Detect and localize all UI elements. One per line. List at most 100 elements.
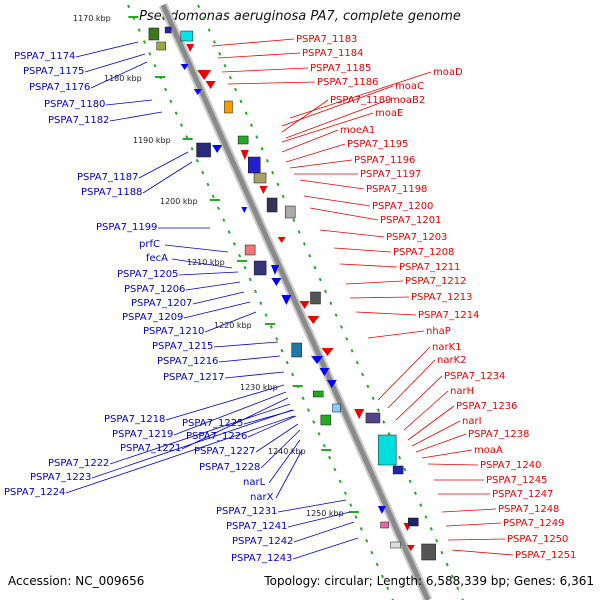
leader-line-left xyxy=(178,271,239,276)
leader-line-left xyxy=(213,341,279,348)
gene-label-right: PSPA7_1250 xyxy=(507,534,568,545)
gene-label-left: PSPA7_1216 xyxy=(157,356,218,367)
gene-label-right: PSPA7_1234 xyxy=(444,371,505,382)
gene-label-right: PSPA7_1249 xyxy=(503,518,564,529)
gene-block xyxy=(196,142,211,158)
leader-line-left xyxy=(181,397,289,450)
leader-line-right xyxy=(345,280,404,285)
leader-line-left xyxy=(91,409,293,479)
gene-label-left: PSPA7_1205 xyxy=(117,269,178,280)
gene-label-left: prfC xyxy=(139,239,160,250)
leader-line-right xyxy=(403,390,449,431)
gene-block xyxy=(253,172,267,184)
gene-label-right: PSPA7_1189 xyxy=(330,95,391,106)
gene-label-left: PSPA7_1215 xyxy=(152,341,213,352)
gene-arrow xyxy=(259,186,268,194)
gene-label-left: narX xyxy=(250,492,274,503)
leader-line-left xyxy=(138,151,189,179)
scale-tick-label: 1240 kbp xyxy=(268,447,306,456)
gene-block xyxy=(310,291,321,305)
leader-line-left xyxy=(84,53,146,73)
gene-label-right: moaE xyxy=(375,108,403,119)
gene-label-left: PSPA7_1174 xyxy=(14,51,75,62)
leader-line-right xyxy=(281,99,329,133)
gene-label-right: PSPA7_1213 xyxy=(411,292,472,303)
gene-arrow xyxy=(271,278,282,286)
gene-label-left: PSPA7_1231 xyxy=(216,506,277,517)
leader-line-left xyxy=(164,244,229,253)
gene-block xyxy=(332,403,341,413)
gene-label-left: PSPA7_1188 xyxy=(81,187,142,198)
scale-tick-label: 1180 kbp xyxy=(104,74,142,83)
gene-label-left: PSPA7_1180 xyxy=(44,99,105,110)
gene-label-left: PSPA7_1243 xyxy=(231,553,292,564)
gene-block xyxy=(156,41,167,51)
gene-block xyxy=(380,521,389,529)
gene-label-left: PSPA7_1210 xyxy=(143,326,204,337)
leader-line-left xyxy=(275,449,303,499)
gene-label-left: PSPA7_1218 xyxy=(104,414,165,425)
gene-arrow xyxy=(180,64,189,70)
gene-block xyxy=(421,543,436,561)
leader-line-right xyxy=(299,179,365,190)
leader-line-left xyxy=(268,439,301,484)
leader-line-left xyxy=(90,61,148,89)
gene-block xyxy=(365,412,381,424)
gene-label-left: PSPA7_1241 xyxy=(226,521,287,532)
leader-line-left xyxy=(109,111,163,122)
leader-line-left xyxy=(192,291,245,305)
scale-tick-label: 1220 kbp xyxy=(214,321,252,330)
gene-label-right: PSPA7_1247 xyxy=(492,489,553,500)
gene-label-right: PSPA7_1212 xyxy=(405,276,466,287)
gene-label-right: moaB2 xyxy=(390,95,425,106)
leader-line-right xyxy=(281,129,339,153)
gene-arrow xyxy=(321,348,334,356)
gene-label-left: PSPA7_1224 xyxy=(4,487,65,498)
tick-track xyxy=(127,4,394,600)
leader-line-left xyxy=(260,429,301,469)
gene-label-left: PSPA7_1242 xyxy=(232,536,293,547)
leader-line-right xyxy=(445,522,502,527)
scale-tick-label: 1200 kbp xyxy=(160,197,198,206)
gene-block xyxy=(237,135,249,145)
gene-arrow xyxy=(186,44,195,52)
leader-line-right xyxy=(377,346,431,401)
gene-label-right: PSPA7_1208 xyxy=(393,247,454,258)
gene-arrow xyxy=(205,81,216,89)
leader-line-right xyxy=(319,229,385,238)
scale-tick-label: 1190 kbp xyxy=(133,136,171,145)
gene-block xyxy=(313,390,324,398)
gene-label-right: narK2 xyxy=(437,355,467,366)
gene-label-right: PSPA7_1240 xyxy=(480,460,541,471)
gene-label-right: PSPA7_1197 xyxy=(360,169,421,180)
gene-label-left: PSPA7_1206 xyxy=(124,284,185,295)
gene-label-right: PSPA7_1186 xyxy=(317,77,378,88)
gene-label-left: PSPA7_1176 xyxy=(29,82,90,93)
gene-arrow xyxy=(377,506,386,514)
leader-line-right xyxy=(421,449,473,459)
leader-line-right xyxy=(451,549,514,556)
leader-line-left xyxy=(173,391,287,436)
gene-label-left: narL xyxy=(243,477,266,488)
leader-line-right xyxy=(285,99,389,139)
gene-label-right: PSPA7_1251 xyxy=(515,550,576,561)
gene-label-right: PSPA7_1238 xyxy=(468,429,529,440)
gene-label-left: PSPA7_1227 xyxy=(194,446,255,457)
leader-line-right xyxy=(387,359,436,409)
gene-arrow xyxy=(197,70,212,80)
gene-block xyxy=(408,517,419,527)
leader-line-left xyxy=(109,403,291,465)
leader-line-right xyxy=(285,143,346,163)
scale-tick-label: 1170 kbp xyxy=(73,14,111,23)
gene-label-right: moaA xyxy=(474,445,503,456)
leader-line-left xyxy=(287,511,351,528)
gene-block xyxy=(164,26,172,34)
gene-label-right: PSPA7_1185 xyxy=(310,63,371,74)
gene-label-right: moaC xyxy=(395,81,424,92)
leader-line-left xyxy=(218,355,281,363)
gene-label-left: fecA xyxy=(146,253,168,264)
gene-label-right: moaD xyxy=(433,67,463,78)
gene-label-right: PSPA7_1245 xyxy=(486,475,547,486)
gene-label-right: PSPA7_1248 xyxy=(498,504,559,515)
genome-backbone xyxy=(160,3,431,600)
